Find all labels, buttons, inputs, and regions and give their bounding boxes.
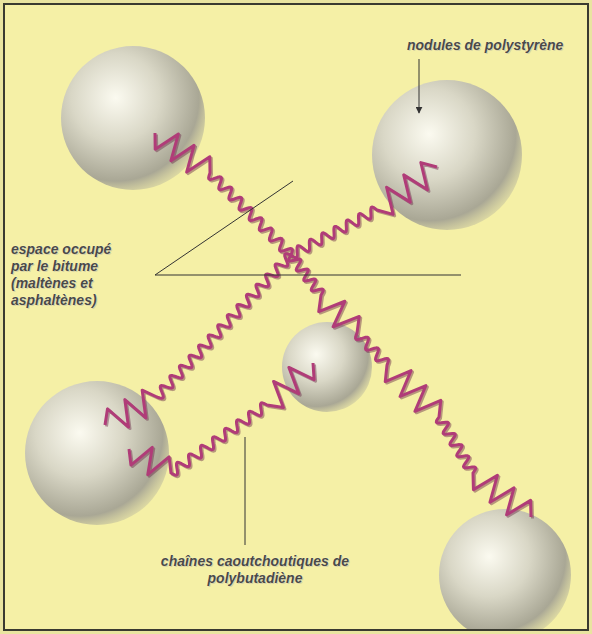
label: chaînes caoutchoutiques de polybutadiène [155, 553, 355, 587]
chain-shadow [293, 164, 439, 259]
chain-shadow [131, 365, 316, 477]
label: nodules de polystyrène [407, 37, 583, 54]
polybutadiene-chain [291, 163, 437, 258]
illustration [5, 5, 587, 629]
leader-line [419, 59, 420, 113]
label: espace occupé par le bitume (maltènes et… [11, 241, 135, 309]
diagram-frame: nodules de polystyrène espace occupé par … [3, 3, 589, 631]
polybutadiene-chain [129, 363, 314, 475]
polystyrene-nodule [61, 46, 205, 190]
leader-line [155, 275, 461, 276]
polystyrene-nodule [372, 80, 522, 230]
polybutadiene-chain [289, 255, 531, 517]
polybutadiene-chain [105, 254, 291, 427]
polybutadiene-chain [155, 133, 292, 255]
leader-line [155, 181, 293, 275]
chain-shadow [157, 135, 294, 257]
leader-line [245, 437, 246, 545]
polystyrene-nodule [439, 509, 571, 629]
